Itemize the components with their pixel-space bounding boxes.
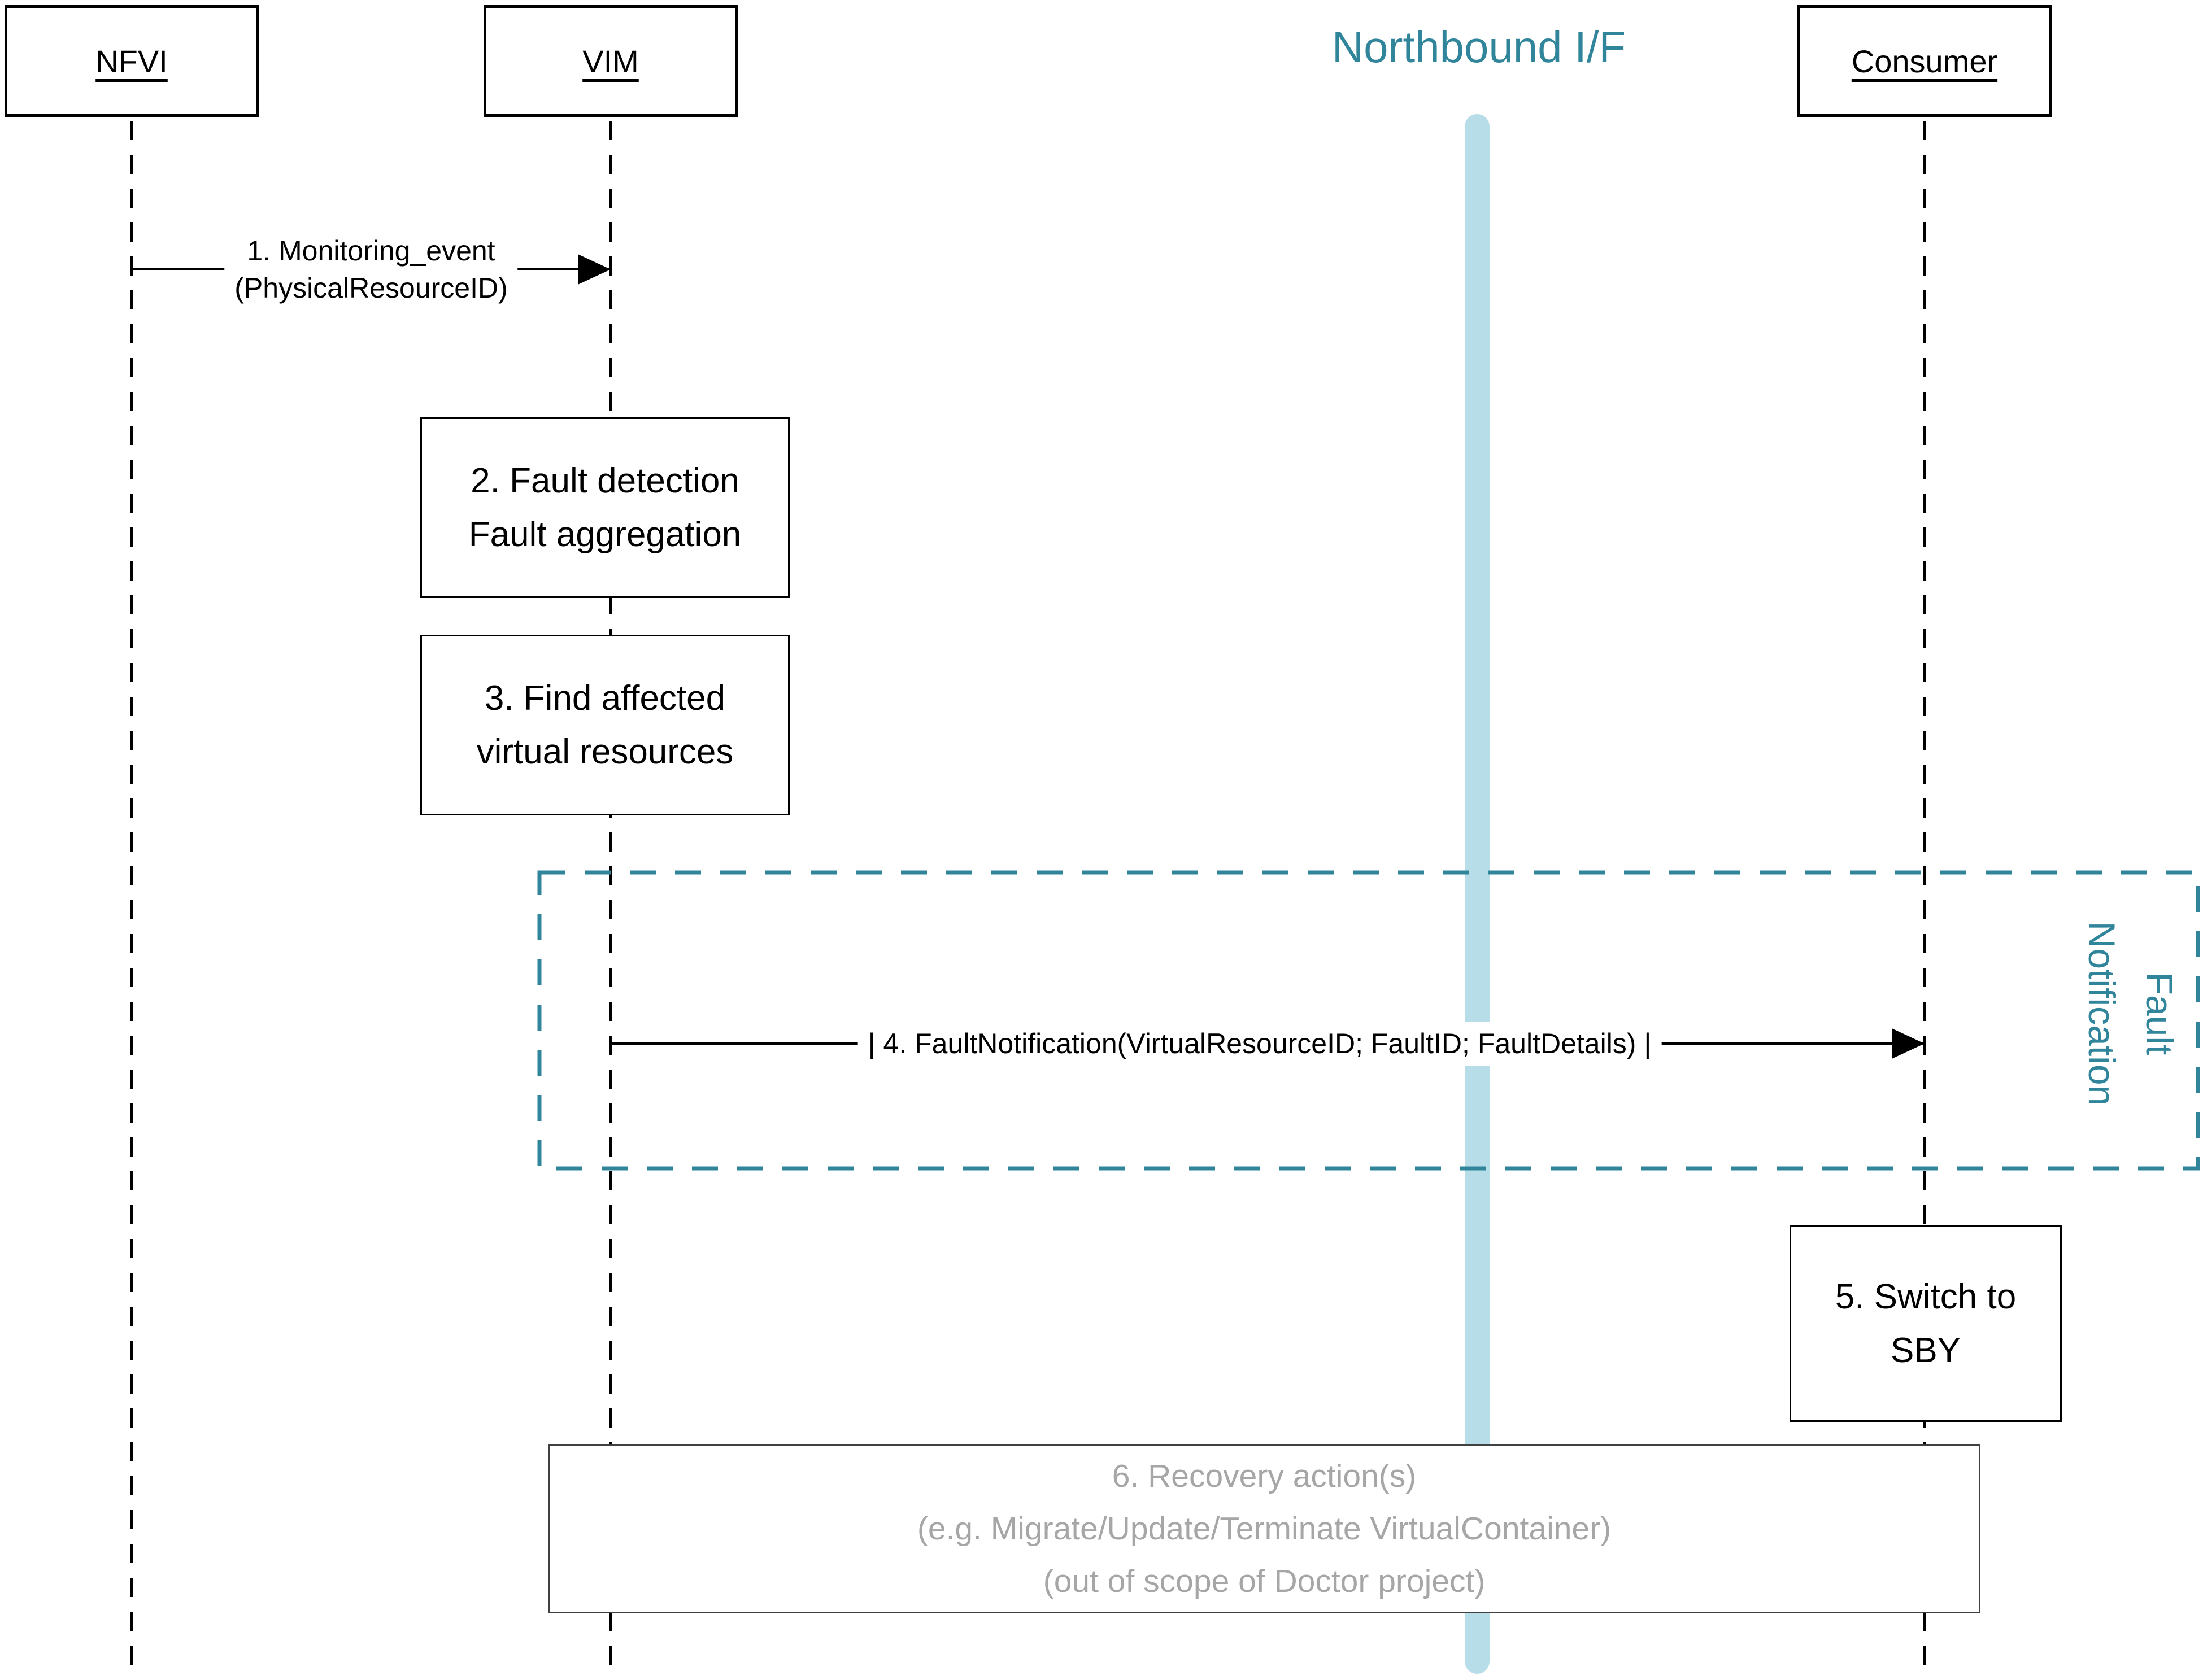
activity-box-find-affected: 3. Find affected virtual resources [420,635,790,815]
activity-box-fault-detection-line1: 2. Fault detection [471,461,739,500]
message-4-arrowhead-icon [1892,1028,1925,1059]
northbound-interface-bar [1465,114,1490,1674]
activity-box-find-affected-line2: virtual resources [476,732,734,771]
recovery-action-line1: 6. Recovery action(s) [1112,1458,1417,1494]
activity-box-switch-to-sby-line1: 5. Switch to [1835,1277,2017,1316]
activity-box-switch-to-sby-line2: SBY [1890,1331,1961,1370]
lifeline-vim [609,121,612,1675]
message-4-label: | 4. FaultNotification(VirtualResourceID… [857,1022,1662,1066]
actor-label-nfvi: NFVI [95,43,168,79]
fault-notification-vertical-label: Fault Notification [2073,922,2188,1106]
recovery-action-note-box: 6. Recovery action(s) (e.g. Migrate/Upda… [548,1444,1980,1613]
fault-notification-group-box [537,870,2200,1171]
fault-notification-label-line1: Fault [2139,972,2180,1055]
recovery-action-line3: (out of scope of Doctor project) [1043,1563,1486,1599]
lifeline-consumer [1923,121,1926,1675]
fault-notification-label-line2: Notification [2081,921,2123,1106]
recovery-action-line2: (e.g. Migrate/Update/Terminate VirtualCo… [917,1510,1612,1547]
actor-label-consumer: Consumer [1851,43,1998,79]
activity-box-fault-detection: 2. Fault detection Fault aggregation [420,417,790,598]
message-1-label-line2: (PhysicalResourceID) [234,272,508,304]
actor-box-vim: VIM [484,5,738,117]
lifeline-nfvi [130,121,133,1675]
actor-box-consumer: Consumer [1797,5,2052,117]
diagram-title: Northbound I/F [1331,22,1626,72]
activity-box-switch-to-sby: 5. Switch to SBY [1790,1225,2062,1422]
activity-box-fault-detection-line2: Fault aggregation [468,515,742,554]
actor-box-nfvi: NFVI [5,5,259,117]
actor-label-vim: VIM [582,43,639,79]
activity-box-find-affected-line1: 3. Find affected [484,679,726,718]
message-1-arrowhead-icon [578,254,611,285]
message-1-label: 1. Monitoring_event (PhysicalResourceID) [224,229,518,310]
message-1-label-line1: 1. Monitoring_event [247,235,495,267]
